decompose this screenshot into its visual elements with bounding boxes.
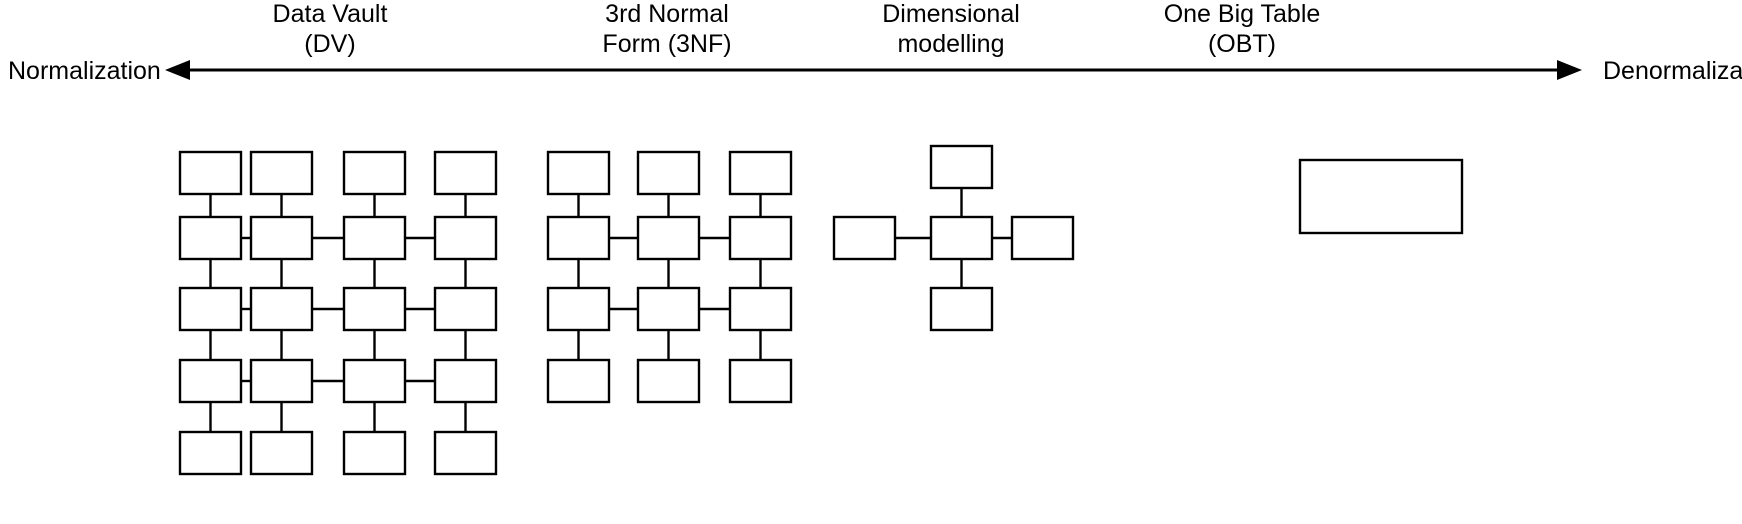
normalization-axis: Normalization Denormalization	[8, 57, 1742, 85]
header-one-big-table-line2: (OBT)	[1208, 30, 1276, 58]
dimensional-node-top[interactable]	[929, 144, 994, 190]
data-vault-node[interactable]	[342, 358, 407, 404]
data-vault-node[interactable]	[249, 430, 314, 476]
header-third-normal-form: 3rd Normal Form (3NF)	[602, 0, 731, 58]
model-third-normal-form	[546, 150, 793, 404]
header-dimensional-modelling: Dimensional modelling	[882, 0, 1020, 58]
data-vault-node[interactable]	[433, 358, 498, 404]
data-vault-node[interactable]	[433, 150, 498, 196]
data-vault-node[interactable]	[249, 286, 314, 332]
arrow-head-left-icon	[165, 60, 190, 80]
dimensional-node-left[interactable]	[832, 215, 897, 261]
model-one-big-table	[1298, 158, 1464, 235]
data-vault-node[interactable]	[249, 150, 314, 196]
header-data-vault-line1: Data Vault	[273, 0, 388, 28]
header-one-big-table-line1: One Big Table	[1164, 0, 1321, 28]
axis-right-label: Denormalization	[1603, 57, 1742, 85]
third-normal-form-node[interactable]	[546, 215, 611, 261]
data-vault-node[interactable]	[342, 430, 407, 476]
data-vault-node[interactable]	[249, 358, 314, 404]
header-dimensional-modelling-line1: Dimensional	[882, 0, 1020, 28]
data-vault-node[interactable]	[433, 215, 498, 261]
third-normal-form-node[interactable]	[728, 150, 793, 196]
header-third-normal-form-line1: 3rd Normal	[605, 0, 729, 28]
model-data-vault	[178, 150, 498, 476]
third-normal-form-node[interactable]	[728, 358, 793, 404]
model-dimensional-modelling	[832, 144, 1075, 332]
third-normal-form-node[interactable]	[546, 286, 611, 332]
data-vault-node[interactable]	[178, 358, 243, 404]
header-dimensional-modelling-line2: modelling	[897, 30, 1004, 58]
data-vault-node[interactable]	[249, 215, 314, 261]
data-vault-node[interactable]	[178, 150, 243, 196]
third-normal-form-node[interactable]	[728, 215, 793, 261]
data-vault-node[interactable]	[342, 215, 407, 261]
third-normal-form-node[interactable]	[636, 215, 701, 261]
header-data-vault-line2: (DV)	[304, 30, 355, 58]
data-vault-node[interactable]	[178, 286, 243, 332]
third-normal-form-node[interactable]	[636, 150, 701, 196]
dimensional-node-right[interactable]	[1010, 215, 1075, 261]
third-normal-form-node[interactable]	[546, 150, 611, 196]
one-big-table-node[interactable]	[1298, 158, 1464, 235]
axis-left-label: Normalization	[8, 57, 161, 85]
third-normal-form-node[interactable]	[546, 358, 611, 404]
data-vault-node[interactable]	[342, 286, 407, 332]
header-third-normal-form-line2: Form (3NF)	[602, 30, 731, 58]
header-one-big-table: One Big Table (OBT)	[1164, 0, 1321, 58]
third-normal-form-node[interactable]	[728, 286, 793, 332]
arrow-head-right-icon	[1557, 60, 1582, 80]
third-normal-form-node[interactable]	[636, 286, 701, 332]
third-normal-form-node[interactable]	[636, 358, 701, 404]
data-vault-node[interactable]	[342, 150, 407, 196]
data-vault-node[interactable]	[433, 430, 498, 476]
data-vault-node[interactable]	[433, 286, 498, 332]
dimensional-node-center[interactable]	[929, 215, 994, 261]
header-data-vault: Data Vault (DV)	[273, 0, 388, 58]
data-vault-node[interactable]	[178, 430, 243, 476]
dimensional-node-bottom[interactable]	[929, 286, 994, 332]
data-vault-node[interactable]	[178, 215, 243, 261]
